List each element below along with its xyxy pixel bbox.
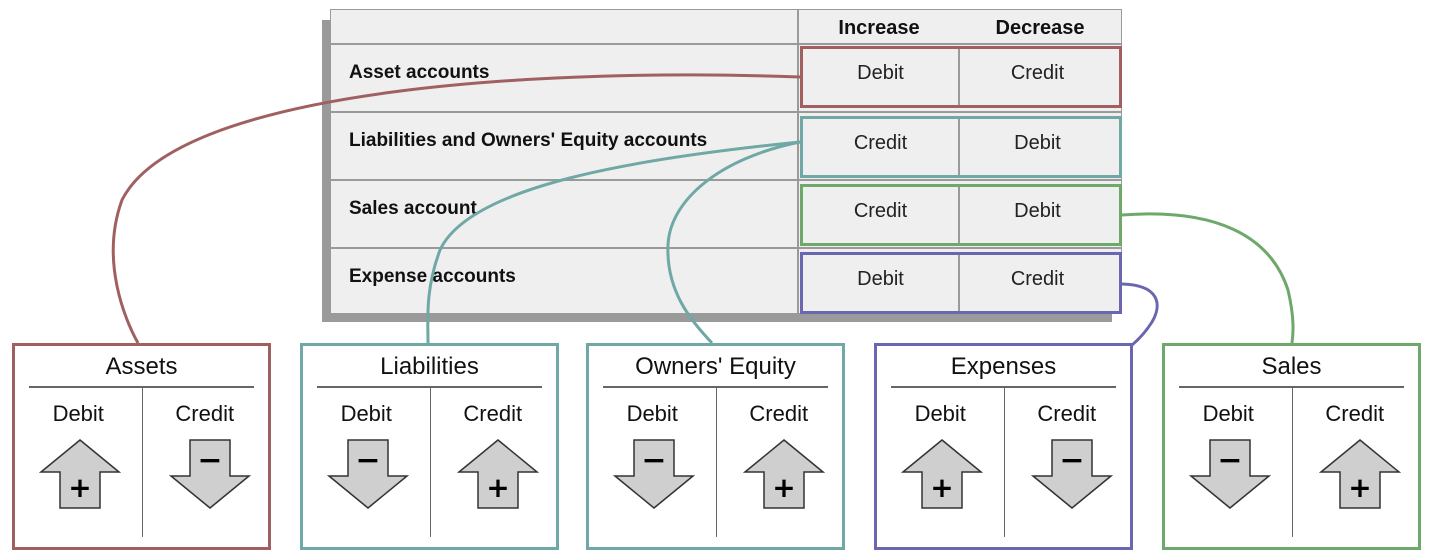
expense-rule-cells: Debit Credit <box>800 252 1122 314</box>
cell-divider <box>958 49 960 105</box>
debit-label: Debit <box>52 401 104 426</box>
sales-increase-cell: Credit <box>853 200 908 222</box>
credit-label: Credit <box>175 401 235 426</box>
table-row-divider <box>331 111 1121 113</box>
account-box-sales: Sales Debit Credit − + <box>1162 343 1421 550</box>
cell-divider <box>958 119 960 175</box>
svg-text:+: + <box>772 471 795 504</box>
plus-up-arrow-icon: + <box>457 439 539 509</box>
svg-text:+: + <box>68 471 91 504</box>
asset-increase-cell: Debit <box>857 62 904 84</box>
account-box-assets: Assets Debit Credit + − <box>12 343 271 550</box>
svg-text:+: + <box>1348 471 1371 504</box>
account-box-owners-equity: Owners' Equity Debit Credit − + <box>586 343 845 550</box>
account-title: Owners' Equity <box>635 353 796 380</box>
credit-label: Credit <box>1325 401 1385 426</box>
minus-down-arrow-icon: − <box>169 439 251 509</box>
expense-connector <box>1121 282 1159 347</box>
account-title: Expenses <box>950 353 1057 380</box>
t-account-top-line <box>603 386 828 388</box>
svg-text:−: − <box>641 443 666 478</box>
t-account-top-line <box>317 386 542 388</box>
liabilities-increase-cell: Credit <box>853 132 908 154</box>
svg-text:−: − <box>1217 443 1242 478</box>
row-label-liabilities-equity: Liabilities and Owners' Equity accounts <box>349 130 708 151</box>
debit-label: Debit <box>1202 401 1254 426</box>
minus-down-arrow-icon: − <box>327 439 409 509</box>
t-account-center-line <box>715 388 717 537</box>
t-account-center-line <box>1291 388 1293 537</box>
t-account-center-line <box>429 388 431 537</box>
cell-divider <box>958 255 960 311</box>
credit-label: Credit <box>1037 401 1097 426</box>
sales-connector <box>1121 212 1295 344</box>
t-account-top-line <box>29 386 254 388</box>
svg-text:−: − <box>1059 443 1084 478</box>
account-title: Liabilities <box>380 353 479 380</box>
sales-rule-cells: Credit Debit <box>800 184 1122 246</box>
liabilities-rule-cells: Credit Debit <box>800 116 1122 178</box>
account-box-expenses: Expenses Debit Credit + − <box>874 343 1133 550</box>
decrease-header: Decrease <box>995 17 1085 39</box>
svg-text:+: + <box>930 471 953 504</box>
expense-decrease-cell: Credit <box>1010 268 1065 290</box>
debit-label: Debit <box>626 401 678 426</box>
debit-label: Debit <box>340 401 392 426</box>
account-title: Assets <box>105 353 178 380</box>
liabilities-decrease-cell: Debit <box>1014 132 1061 154</box>
expense-increase-cell: Debit <box>857 268 904 290</box>
account-box-liabilities: Liabilities Debit Credit − + <box>300 343 559 550</box>
minus-down-arrow-icon: − <box>1189 439 1271 509</box>
table-row-divider <box>331 247 1121 249</box>
svg-text:−: − <box>355 443 380 478</box>
row-label-expense: Expense accounts <box>349 266 516 287</box>
plus-up-arrow-icon: + <box>1319 439 1401 509</box>
svg-text:+: + <box>486 471 509 504</box>
increase-header: Increase <box>838 17 920 39</box>
table-row-divider <box>331 179 1121 181</box>
t-account-top-line <box>891 386 1116 388</box>
minus-down-arrow-icon: − <box>613 439 695 509</box>
t-account-center-line <box>141 388 143 537</box>
cell-divider <box>958 187 960 243</box>
minus-down-arrow-icon: − <box>1031 439 1113 509</box>
t-account-top-line <box>1179 386 1404 388</box>
table-column-divider <box>797 10 799 313</box>
t-account-center-line <box>1003 388 1005 537</box>
svg-text:−: − <box>197 443 222 478</box>
plus-up-arrow-icon: + <box>39 439 121 509</box>
credit-label: Credit <box>463 401 523 426</box>
plus-up-arrow-icon: + <box>901 439 983 509</box>
asset-decrease-cell: Credit <box>1010 62 1065 84</box>
credit-label: Credit <box>749 401 809 426</box>
debit-label: Debit <box>914 401 966 426</box>
asset-rule-cells: Debit Credit <box>800 46 1122 108</box>
plus-up-arrow-icon: + <box>743 439 825 509</box>
sales-decrease-cell: Debit <box>1014 200 1061 222</box>
row-label-asset: Asset accounts <box>349 62 490 83</box>
table-header-divider <box>331 43 1121 45</box>
account-title: Sales <box>1261 353 1322 380</box>
row-label-sales: Sales account <box>349 198 477 219</box>
